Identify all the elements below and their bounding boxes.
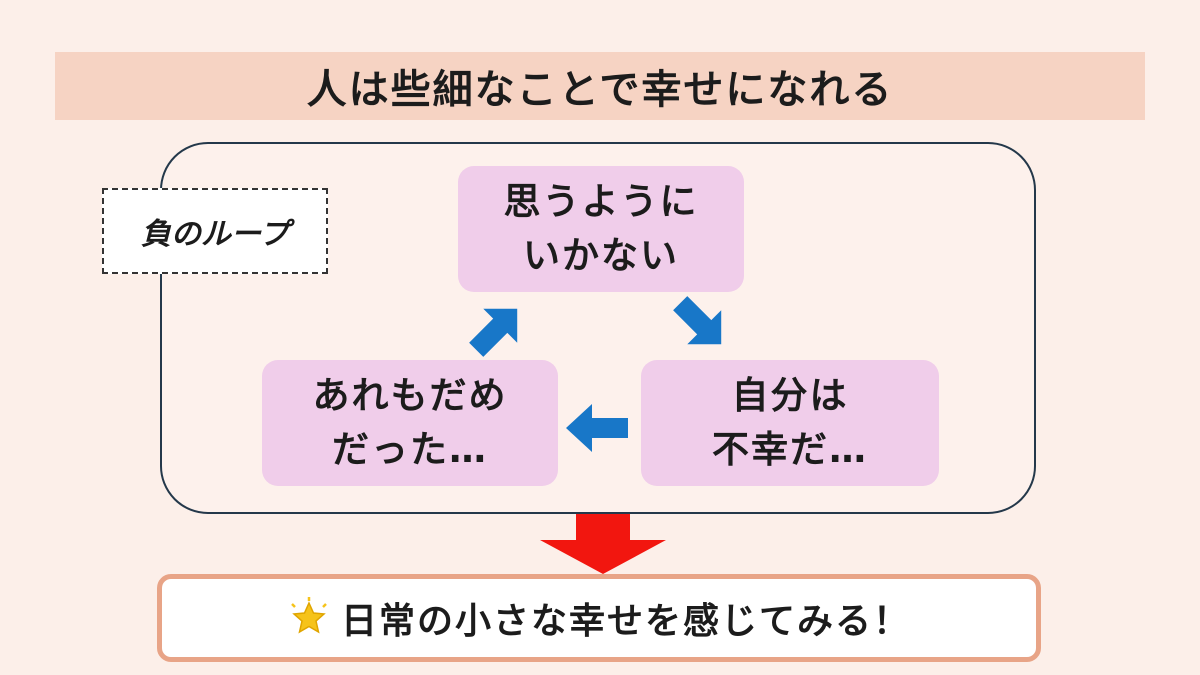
arrow-top-to-right-icon	[673, 296, 722, 345]
loop-node-cant-go-as-planned: 思うように いかない	[458, 166, 744, 292]
node-top-line1: 思うように	[503, 180, 699, 224]
loop-node-i-am-unhappy: 自分は 不幸だ…	[641, 360, 939, 486]
page-title: 人は些細なことで幸せになれる	[306, 67, 894, 113]
conclusion-box: 日常の小さな幸せを感じてみる！	[157, 574, 1041, 662]
node-left-line1: あれもだめ	[312, 374, 508, 418]
node-top-line2: いかない	[523, 234, 679, 277]
arrow-left-to-top-icon	[469, 308, 518, 357]
loop-node-this-also-failed: あれもだめ だった…	[262, 360, 558, 486]
node-right-line2: 不幸だ…	[712, 428, 868, 471]
negative-loop-label: 負のループ	[102, 188, 328, 274]
node-right-line1: 自分は	[731, 374, 849, 418]
arrow-right-to-left-icon	[566, 404, 628, 452]
conclusion-text: 日常の小さな幸せを感じてみる！	[340, 601, 911, 642]
loop-label-text: 負のループ	[140, 217, 290, 252]
star-icon	[291, 597, 327, 634]
node-left-line2: だった…	[332, 428, 488, 471]
title-band: 人は些細なことで幸せになれる	[55, 52, 1145, 120]
down-arrow-icon	[540, 514, 666, 574]
